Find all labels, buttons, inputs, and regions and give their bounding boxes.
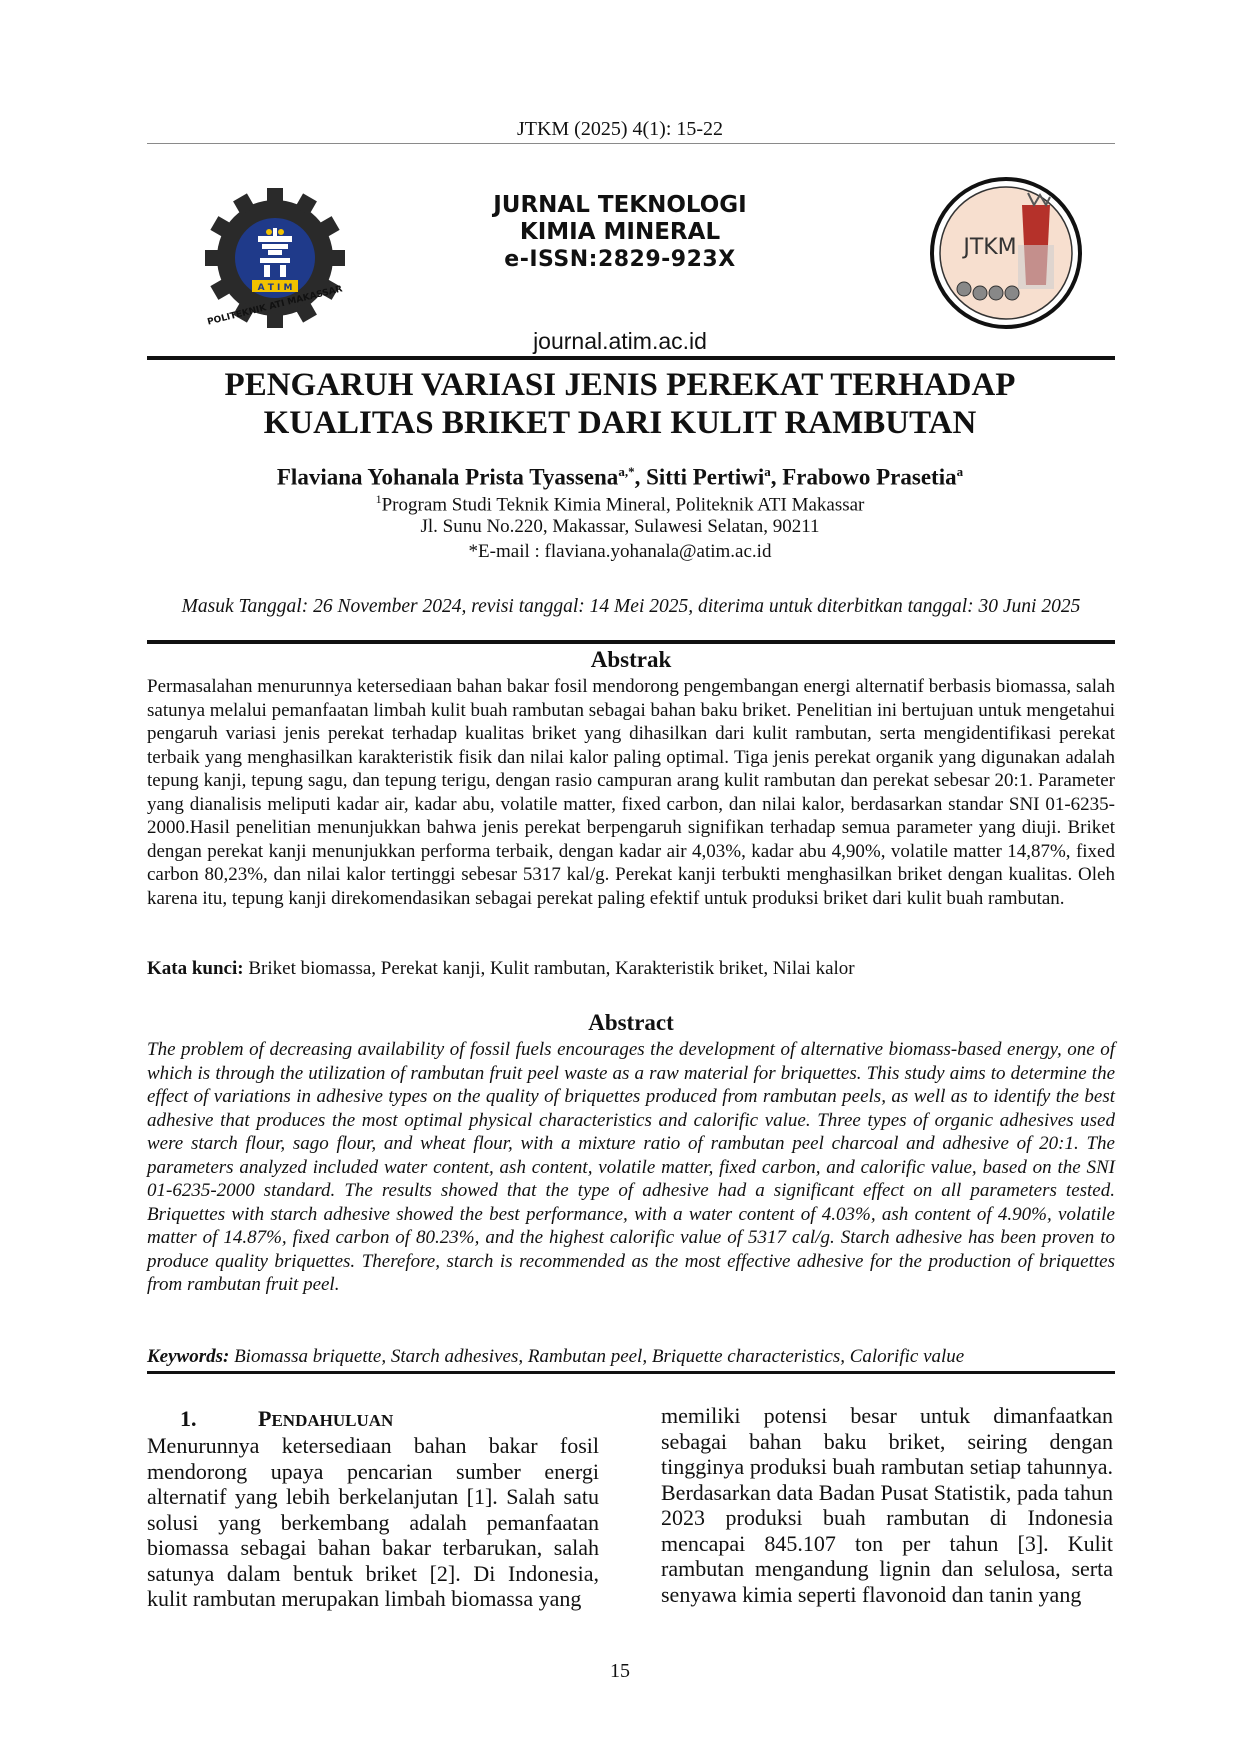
contact-email[interactable]: *E-mail : flaviana.yohanala@atim.ac.id: [468, 541, 772, 562]
running-head: JTKM (2025) 4(1): 15-22: [516, 118, 724, 140]
journal-name-line1: JURNAL TEKNOLOGI: [493, 192, 747, 218]
journal-issn: e-ISSN:2829-923X: [504, 247, 736, 272]
keywords-text: Biomassa briquette, Starch adhesives, Ra…: [234, 1346, 965, 1367]
submission-dates: Masuk Tanggal: 26 November 2024, revisi …: [181, 596, 1081, 617]
kata-kunci-text: Briket biomassa, Perekat kanji, Kulit ra…: [248, 958, 855, 979]
title-line2: KUALITAS BRIKET DARI KULIT RAMBUTAN: [263, 405, 977, 441]
keywords-label: Keywords:: [147, 1346, 230, 1367]
logo-band-text: A T I M: [258, 283, 293, 293]
section-title-rest: ENDAHULUAN: [271, 1411, 394, 1430]
abstrak-heading: Abstrak: [590, 647, 672, 672]
section-heading: 1. PENDAHULUAN: [180, 1406, 393, 1432]
intro-column-left: Menurunnya ketersediaan bahan bakar fosi…: [147, 1433, 599, 1611]
abstrak-text: Permasalahan menurunnya ketersediaan bah…: [147, 676, 1115, 909]
author-name: Flaviana Yohanala Prista Tyassena: [276, 464, 619, 490]
keywords: Keywords: Biomassa briquette, Starch adh…: [147, 1346, 1115, 1368]
masthead-rule: [147, 356, 1115, 360]
header-rule: [147, 143, 1115, 144]
politeknik-logo: A T I M POLITEKNIK ATI MAKASSAR: [200, 188, 350, 338]
abstract-heading: Abstract: [588, 1010, 674, 1035]
jtkm-logo-icon: [930, 177, 1082, 329]
author-sup: a: [764, 464, 771, 479]
kata-kunci: Kata kunci: Briket biomassa, Perekat kan…: [147, 958, 1115, 980]
abstract-rule: [147, 640, 1115, 644]
article-title: PENGARUH VARIASI JENIS PEREKAT TERHADAP …: [150, 366, 1090, 442]
author-name: Sitti Pertiwi: [646, 464, 765, 490]
address: Jl. Sunu No.220, Makassar, Sulawesi Sela…: [420, 516, 820, 537]
author-sup: a,*: [618, 464, 635, 479]
author-list: Flaviana Yohanala Prista Tyassenaa,*, Si…: [276, 464, 964, 490]
keywords-rule: [147, 1371, 1115, 1374]
jtkm-logo: JTKM: [928, 175, 1084, 331]
affiliation-sup: 1: [375, 492, 382, 506]
journal-url[interactable]: journal.atim.ac.id: [533, 328, 707, 354]
author-sup: a: [956, 464, 964, 479]
gear-logo-icon: A T I M: [205, 188, 345, 328]
journal-name: JURNAL TEKNOLOGI KIMIA MINERAL e-ISSN:28…: [470, 192, 770, 273]
kata-kunci-label: Kata kunci:: [147, 958, 244, 979]
jtkm-logo-text: JTKM: [963, 235, 1017, 260]
title-line1: PENGARUH VARIASI JENIS PEREKAT TERHADAP: [224, 367, 1016, 403]
section-number: 1.: [180, 1406, 197, 1431]
abstract-text: The problem of decreasing availability o…: [147, 1039, 1115, 1295]
page-number: 15: [610, 1660, 630, 1682]
author-name: Frabowo Prasetia: [782, 464, 957, 490]
section-title-initial: P: [258, 1406, 272, 1431]
journal-name-line2: KIMIA MINERAL: [519, 219, 721, 245]
intro-column-right: memiliki potensi besar untuk dimanfaatka…: [661, 1403, 1113, 1607]
affiliation: 1Program Studi Teknik Kimia Mineral, Pol…: [0, 492, 1240, 516]
affiliation-text: Program Studi Teknik Kimia Mineral, Poli…: [381, 494, 865, 516]
